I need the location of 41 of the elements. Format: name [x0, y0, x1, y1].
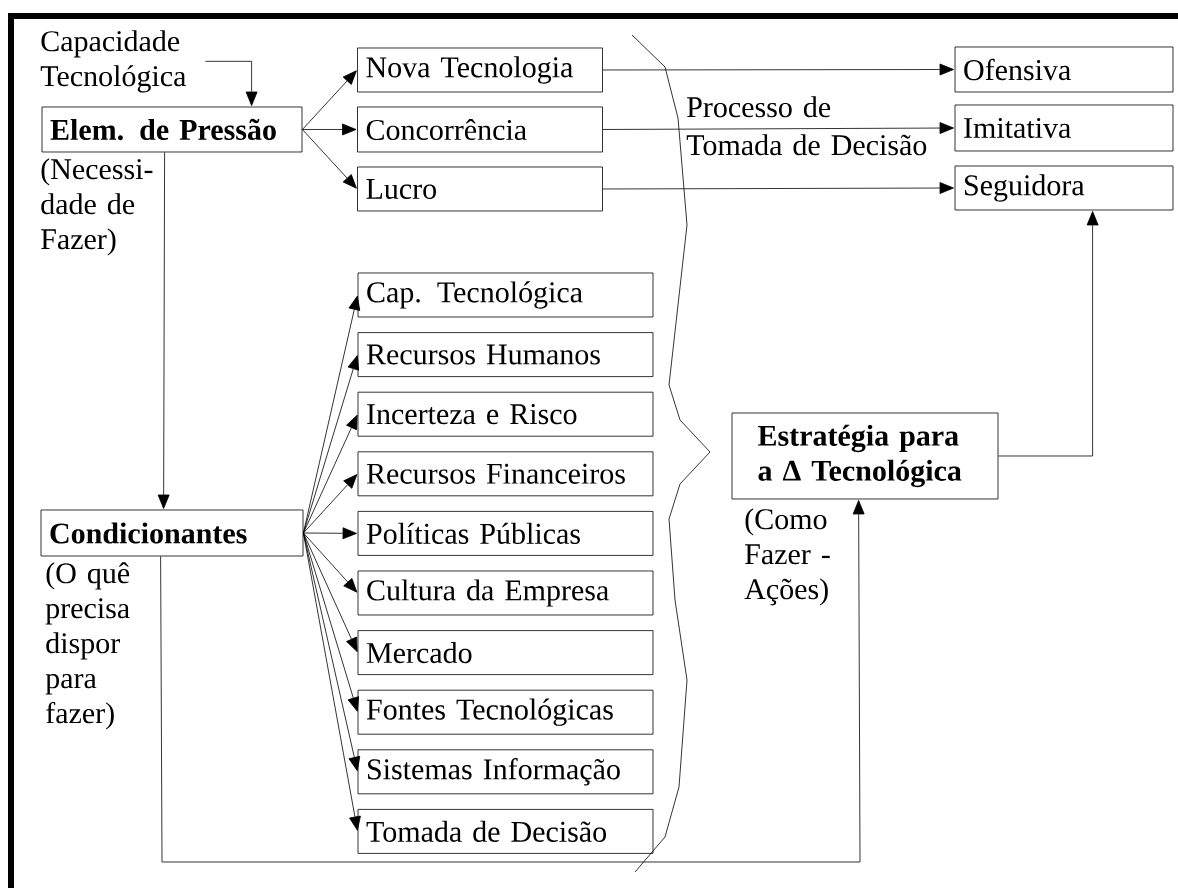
process-box: Mercado [357, 630, 654, 675]
note-text: (Como Fazer - Ações) [744, 508, 830, 606]
arrow [602, 63, 954, 76]
arrow [302, 129, 357, 189]
process-box: Recursos Humanos [357, 332, 654, 377]
process-box: Imitativa [954, 104, 1174, 152]
arrow [303, 527, 357, 540]
arrow [302, 123, 357, 136]
process-box: Nova Tecnologia [357, 47, 603, 93]
note-text: (O quê precisa dispor para fazer) [45, 562, 130, 730]
process-box: Sistemas Informação [357, 749, 654, 795]
arrow [998, 211, 1099, 457]
arrow [303, 532, 361, 831]
process-box: Recursos Financeiros [357, 451, 654, 497]
arrow [303, 474, 358, 534]
arrow [602, 122, 954, 134]
arrow [160, 500, 865, 863]
arrow [205, 60, 258, 106]
node-text: Capacidade Tecnológica [40, 30, 186, 93]
process-box: Tomada de Decisão [357, 809, 654, 854]
process-box: Condicionantes [40, 509, 304, 557]
arrow [303, 532, 360, 712]
process-box: Cap. Tecnológica [357, 272, 654, 318]
process-box: Concorrência [357, 106, 603, 153]
arrow [602, 182, 954, 194]
process-box: Seguidora [954, 165, 1174, 211]
process-box: Lucro [357, 166, 603, 212]
arrow [303, 532, 358, 593]
process-box: Fontes Tecnológicas [357, 689, 654, 735]
process-box: Elem. de Pressão [41, 106, 303, 153]
arrow [303, 355, 360, 534]
note-text: (Necessi- dade de Fazer) [41, 158, 153, 256]
arrow [302, 70, 357, 130]
arrow [303, 414, 358, 534]
process-box: Políticas Públicas [357, 511, 654, 556]
process-box: Cultura da Empresa [357, 570, 654, 616]
arrow [157, 152, 170, 509]
annotation-text: Processo de Tomada de Decisão [686, 96, 927, 156]
process-box: Estratégia para a Δ Tecnológica [731, 412, 999, 500]
process-box: Incerteza e Risco [357, 391, 654, 437]
process-box: Ofensiva [954, 46, 1174, 93]
